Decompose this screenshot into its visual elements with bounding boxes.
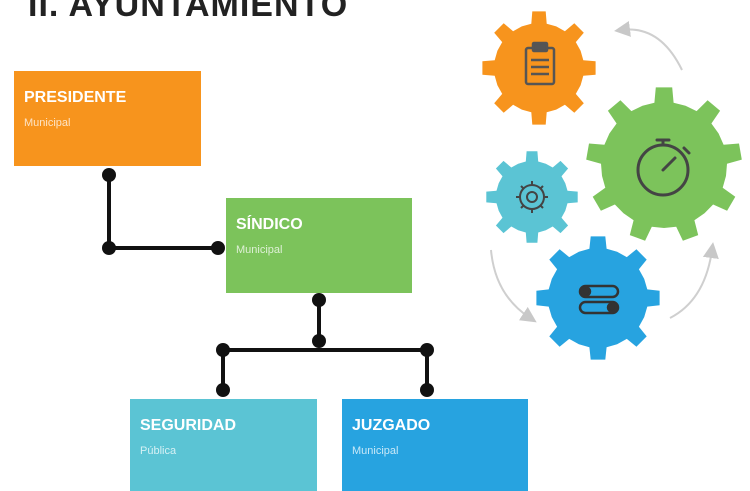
cycle-arrow [614, 21, 683, 71]
gear-icon [516, 181, 548, 213]
connector-dot [211, 241, 225, 255]
box-presidente: PRESIDENTE Municipal [14, 71, 201, 166]
box-subtitle: Municipal [24, 117, 71, 129]
connector-dot [420, 383, 434, 397]
gear-teal [486, 151, 578, 243]
box-title: SEGURIDAD [140, 417, 237, 434]
connector-dot [216, 343, 230, 357]
box-sindico: SÍNDICO Municipal [226, 198, 412, 293]
cycle-arrow [490, 249, 537, 323]
connector-dot [420, 343, 434, 357]
box-title: PRESIDENTE [24, 89, 127, 106]
connector-dot [312, 334, 326, 348]
clipboard-icon [524, 41, 556, 86]
connector-dot [312, 293, 326, 307]
gear-green [586, 87, 742, 241]
box-subtitle: Municipal [352, 445, 399, 457]
box-title: JUZGADO [352, 417, 431, 434]
box-juzgado: JUZGADO Municipal [342, 399, 528, 491]
box-seguridad: SEGURIDAD Pública [130, 399, 317, 491]
stopwatch-icon [636, 138, 691, 197]
connector-dot [102, 168, 116, 182]
connector-dot [102, 241, 116, 255]
toggle-switches-icon [578, 284, 620, 315]
page-title: II. AYUNTAMIENTO [28, 0, 349, 24]
cycle-arrow [669, 242, 719, 319]
box-subtitle: Pública [140, 445, 177, 457]
box-title: SÍNDICO [236, 216, 303, 233]
connector-dot [216, 383, 230, 397]
box-subtitle: Municipal [236, 244, 283, 256]
